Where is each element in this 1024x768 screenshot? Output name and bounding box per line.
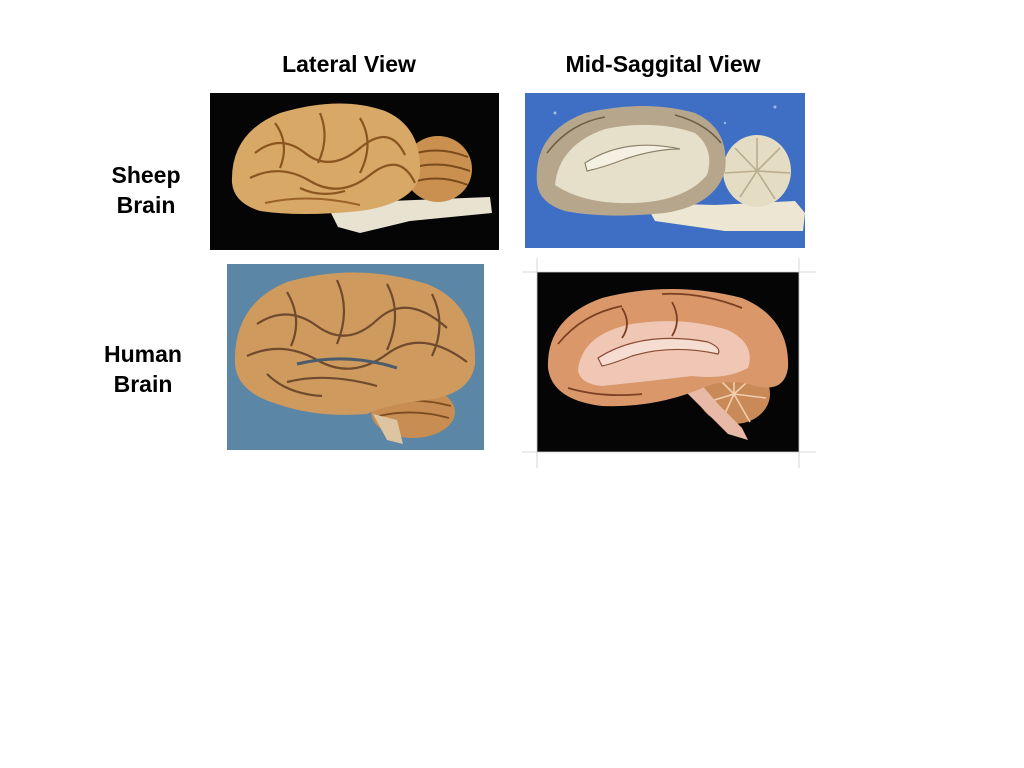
human-brain-mid-sagittal-photo bbox=[522, 258, 816, 468]
human-brain-label: Human Brain bbox=[83, 339, 203, 399]
lateral-view-header: Lateral View bbox=[282, 51, 416, 77]
sheep-label-line-2: Brain bbox=[116, 192, 176, 218]
sheep-label-line-1: Sheep bbox=[111, 162, 181, 188]
sheep-brain-mid-sagittal-photo bbox=[525, 93, 805, 248]
mid-sagittal-view-header: Mid-Saggital View bbox=[565, 51, 761, 77]
sheep-brain-label: Sheep Brain bbox=[86, 160, 206, 220]
human-label-line-1: Human bbox=[104, 341, 182, 367]
sheep-brain-lateral-photo bbox=[210, 93, 499, 250]
human-brain-lateral-photo bbox=[227, 264, 484, 450]
human-label-line-2: Brain bbox=[113, 371, 173, 397]
